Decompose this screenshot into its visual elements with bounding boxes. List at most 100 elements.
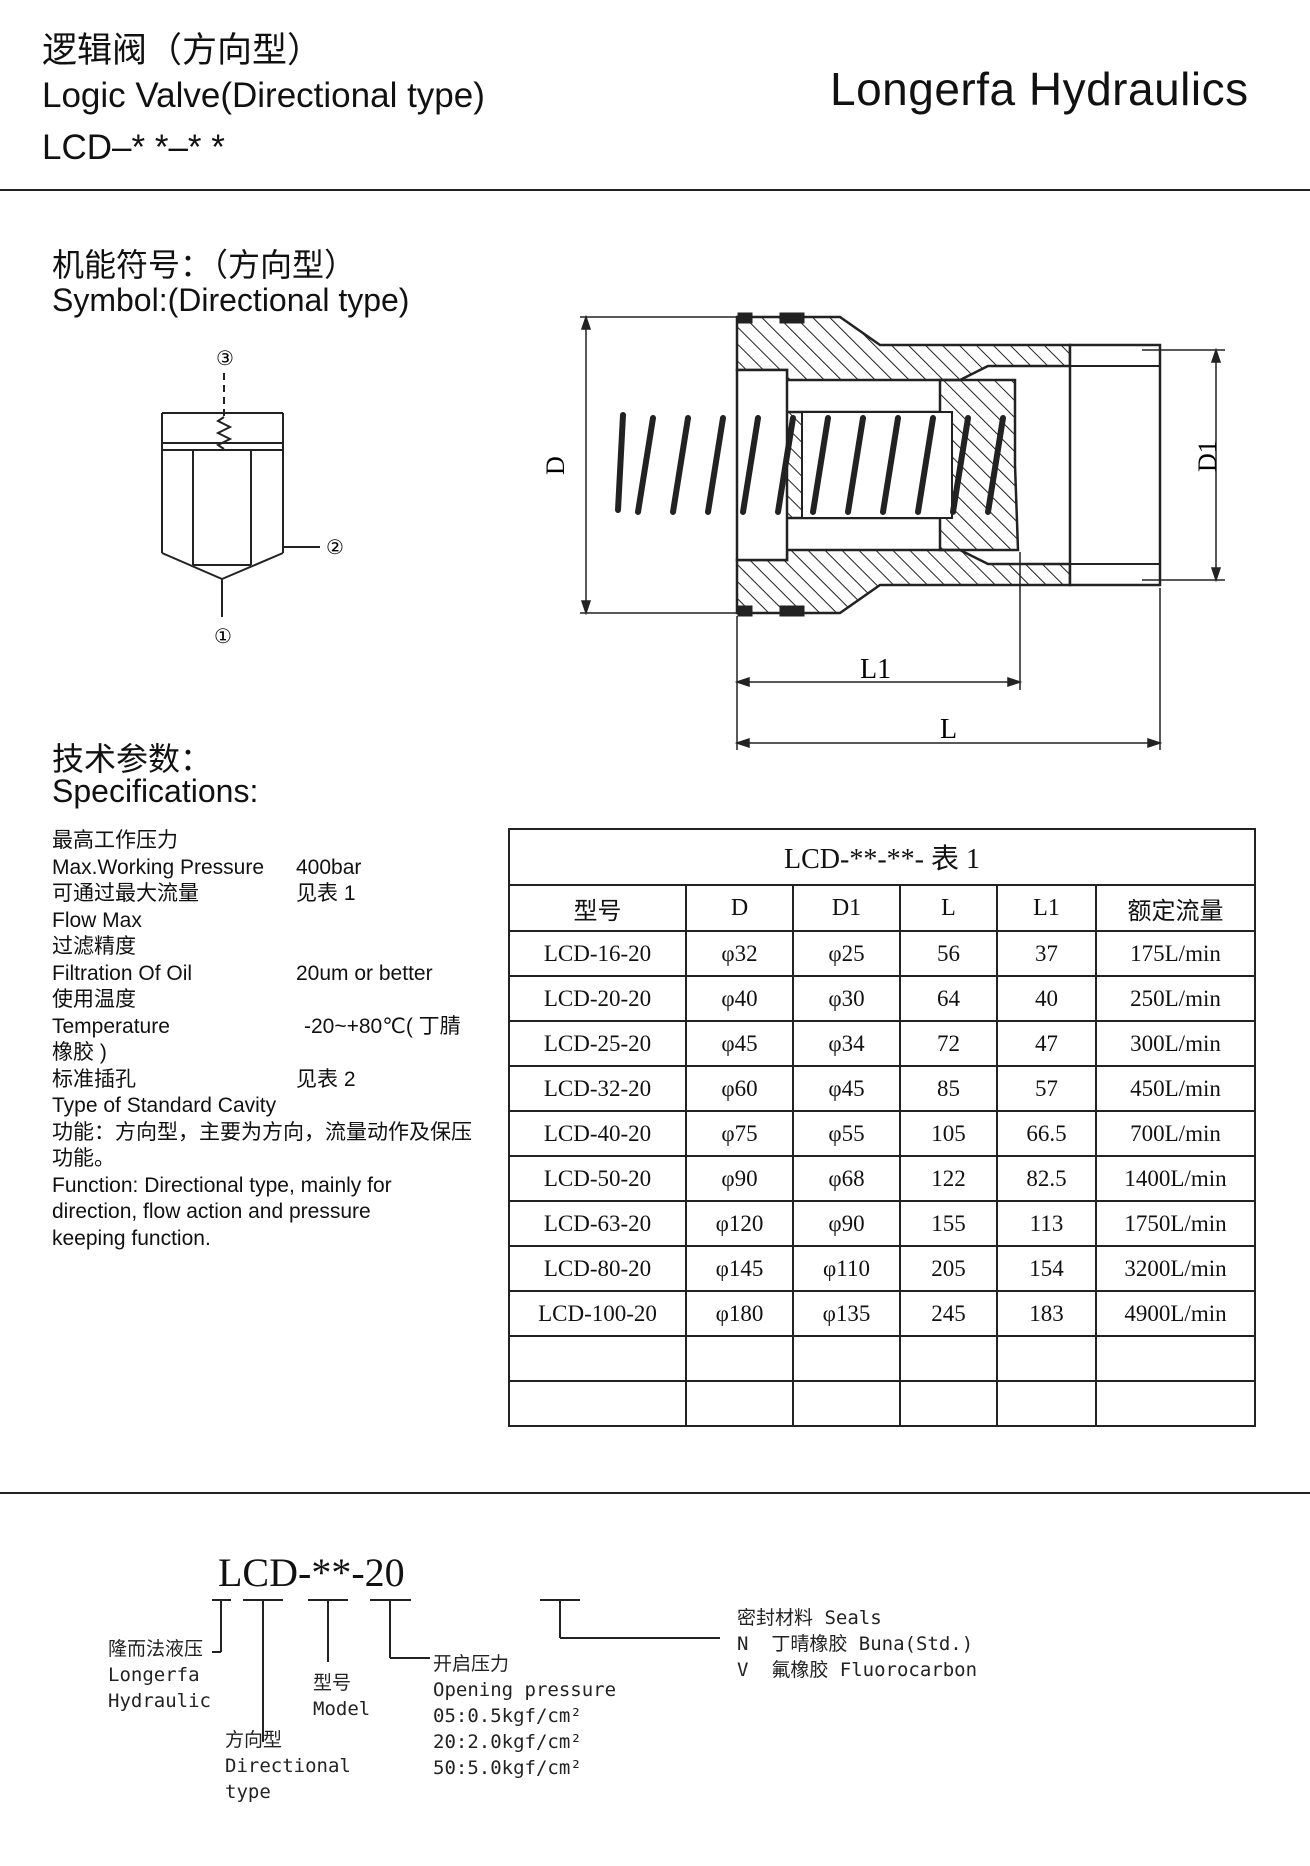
table-blank-row — [508, 1335, 1256, 1382]
spec-flow: 可通过最大流量 见表 1 — [52, 881, 492, 908]
spec-flow-cn: 可通过最大流量 — [52, 882, 199, 905]
table-cell: 122 — [899, 1155, 998, 1202]
table-cell: φ34 — [792, 1020, 901, 1067]
longerfa-en-1: Longerfa — [108, 1664, 200, 1686]
table-blank-row — [508, 1380, 1256, 1427]
model-dimension-table: LCD-**-**- 表 1 型号 D D1 L L1 额定流量 LCD-16-… — [508, 828, 1256, 1427]
specs-heading-cn: 技术参数： — [52, 741, 213, 777]
col-l: L — [899, 884, 998, 932]
specs-heading-en: Specifications: — [52, 773, 259, 809]
table-cell: 4900L/min — [1095, 1290, 1256, 1337]
table-cell — [508, 1380, 687, 1427]
table-cell: LCD-50-20 — [508, 1155, 687, 1202]
table-cell: φ90 — [685, 1155, 794, 1202]
table-cell: φ45 — [685, 1020, 794, 1067]
valve-cross-section: D D1 — [541, 312, 1225, 750]
table-cell — [508, 1335, 687, 1382]
table-cell: 250L/min — [1095, 975, 1256, 1022]
table-cell: 1400L/min — [1095, 1155, 1256, 1202]
spec-cavity-label: Type of Standard Cavity — [52, 1094, 277, 1117]
spec-pressure-cn: 最高工作压力 — [52, 829, 178, 852]
ordering-longerfa: 隆而法液压 Longerfa Hydraulic — [108, 1636, 211, 1714]
symbol-heading-cn: 机能符号：（方向型） — [52, 247, 357, 283]
spec-temperature-value-cont: 橡胶 ) — [52, 1041, 107, 1064]
spec-pressure-label: Max.Working Pressure — [52, 855, 265, 879]
col-d: D — [685, 884, 794, 932]
table-cell — [685, 1335, 794, 1382]
title-en: Logic Valve(Directional type) — [42, 76, 485, 115]
spec-flow-label: Flow Max — [52, 908, 142, 932]
spec-list: 最高工作压力 Max.Working Pressure 400bar 可通过最大… — [52, 828, 492, 1252]
spec-filtration-cn: 过滤精度 — [52, 935, 136, 958]
table-cell — [996, 1380, 1097, 1427]
spec-temperature: Temperature -20~+80℃( 丁腈 — [52, 1014, 492, 1041]
table-cell: φ55 — [792, 1110, 901, 1157]
table-cell: φ25 — [792, 930, 901, 977]
table-cell — [792, 1380, 901, 1427]
dim-d-label: D — [541, 456, 570, 475]
seal-option-n: N 丁晴橡胶 Buna(Std.) — [737, 1633, 974, 1655]
ordering-code-leaders — [212, 1599, 720, 1742]
table-cell: 175L/min — [1095, 930, 1256, 977]
ordering-directional: 方向型 Directional type — [225, 1727, 351, 1805]
spec-flow-value: 见表 1 — [296, 882, 356, 905]
model-en: Model — [313, 1698, 371, 1720]
table-cell — [996, 1335, 1097, 1382]
spec-cavity-cn: 标准插孔 — [52, 1067, 136, 1091]
port-1-label: ① — [214, 624, 232, 648]
table-cell: 85 — [899, 1065, 998, 1112]
header-divider — [0, 189, 1310, 191]
table-cell: LCD-20-20 — [508, 975, 687, 1022]
spec-filtration: Filtration Of Oil 20um or better — [52, 961, 492, 988]
table-cell: 700L/min — [1095, 1110, 1256, 1157]
table-cell: φ90 — [792, 1200, 901, 1247]
col-model: 型号 — [508, 884, 687, 932]
longerfa-cn: 隆而法液压 — [108, 1638, 204, 1660]
symbol-heading-en: Symbol:(Directional type) — [52, 282, 410, 318]
spec-temperature-value: -20~+80℃( 丁腈 — [304, 1014, 461, 1038]
table-cell: φ32 — [685, 930, 794, 977]
col-d1: D1 — [792, 884, 901, 932]
table-cell: 3200L/min — [1095, 1245, 1256, 1292]
spec-pressure-value: 400bar — [296, 855, 362, 879]
table-cell — [1095, 1335, 1256, 1382]
table-cell: φ45 — [792, 1065, 901, 1112]
table-cell: 205 — [899, 1245, 998, 1292]
port-2-label: ② — [326, 535, 344, 559]
table-cell: φ60 — [685, 1065, 794, 1112]
table-cell: LCD-63-20 — [508, 1200, 687, 1247]
table-cell: φ30 — [792, 975, 901, 1022]
model-code: LCD–* *–* * — [42, 128, 225, 167]
spec-cavity-value: 见表 2 — [296, 1067, 356, 1091]
pressure-option-20: 20:2.0kgf/cm² — [433, 1731, 582, 1753]
table-cell: 245 — [899, 1290, 998, 1337]
table-cell: 47 — [996, 1020, 1097, 1067]
dim-d1-label: D1 — [1193, 440, 1222, 472]
ordering-pressure: 开启压力 Opening pressure 05:0.5kgf/cm² 20:2… — [433, 1651, 616, 1781]
table-cell: LCD-32-20 — [508, 1065, 687, 1112]
table-cell: 154 — [996, 1245, 1097, 1292]
table-cell: 450L/min — [1095, 1065, 1256, 1112]
table-cell: φ40 — [685, 975, 794, 1022]
table-cell: 37 — [996, 930, 1097, 977]
table-cell — [685, 1380, 794, 1427]
table-cell: 1750L/min — [1095, 1200, 1256, 1247]
table-cell — [899, 1335, 998, 1382]
table-cell: 82.5 — [996, 1155, 1097, 1202]
table-cell: φ110 — [792, 1245, 901, 1292]
function-en: Function: Directional type, mainly for d… — [52, 1173, 392, 1250]
table-header-row: 型号 D D1 L L1 额定流量 — [508, 884, 1256, 932]
table-cell: φ120 — [685, 1200, 794, 1247]
spec-filtration-label: Filtration Of Oil — [52, 961, 193, 985]
table-cell: 66.5 — [996, 1110, 1097, 1157]
brand-name: Longerfa Hydraulics — [830, 63, 1249, 115]
title-cn: 逻辑阀（方向型） — [42, 31, 323, 70]
seals-title: 密封材料 Seals — [737, 1607, 882, 1629]
